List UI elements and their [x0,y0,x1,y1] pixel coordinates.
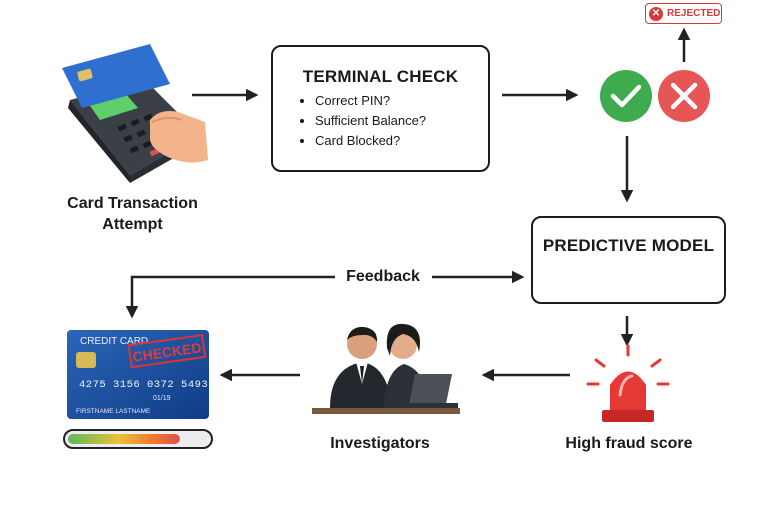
card-holder: FIRSTNAME LASTNAME [76,408,151,415]
predictive-model-title: PREDICTIVE MODEL [542,236,715,255]
check-item-blocked: Card Blocked? [315,131,488,151]
x-circle-icon: ✕ [649,6,663,21]
fraud-score-bar [63,429,213,449]
card-transaction-label-line1: Card Transaction [67,195,198,212]
terminal-check-title: TERMINAL CHECK [302,67,459,86]
approved-check-icon [600,70,652,122]
check-item-balance: Sufficient Balance? [315,111,488,131]
arrow-feedback-to-card [125,275,335,319]
credit-card: CREDIT CARD CHECKED 4275 3156 0372 5493 … [67,330,209,419]
card-header: CREDIT CARD [80,336,148,347]
hand-icon [150,111,208,163]
terminal-check-box: TERMINAL CHECK Correct PIN? Sufficient B… [271,45,490,172]
rejected-badge-text: REJECTED [667,8,721,19]
payment-card-icon [62,44,170,108]
alarm-siren-icon [586,344,670,422]
rejected-x-icon [658,70,710,122]
rejected-badge: ✕ REJECTED [645,3,722,24]
fraud-score-fill [68,434,180,444]
card-transaction-label-line2: Attempt [102,216,163,233]
card-chip [76,352,96,368]
card-number: 4275 3156 0372 5493 [79,379,208,391]
feedback-label: Feedback [335,268,431,288]
investigators-icon [312,323,460,414]
predictive-model-box: PREDICTIVE MODEL [531,216,726,304]
investigators-label: Investigators [330,435,430,452]
high-fraud-score-label: High fraud score [565,435,693,452]
terminal-check-list: Correct PIN? Sufficient Balance? Card Bl… [273,91,488,151]
check-item-pin: Correct PIN? [315,91,488,111]
card-expiry: 01/19 [153,395,171,402]
card-transaction-label: Card Transaction Attempt [50,193,215,235]
